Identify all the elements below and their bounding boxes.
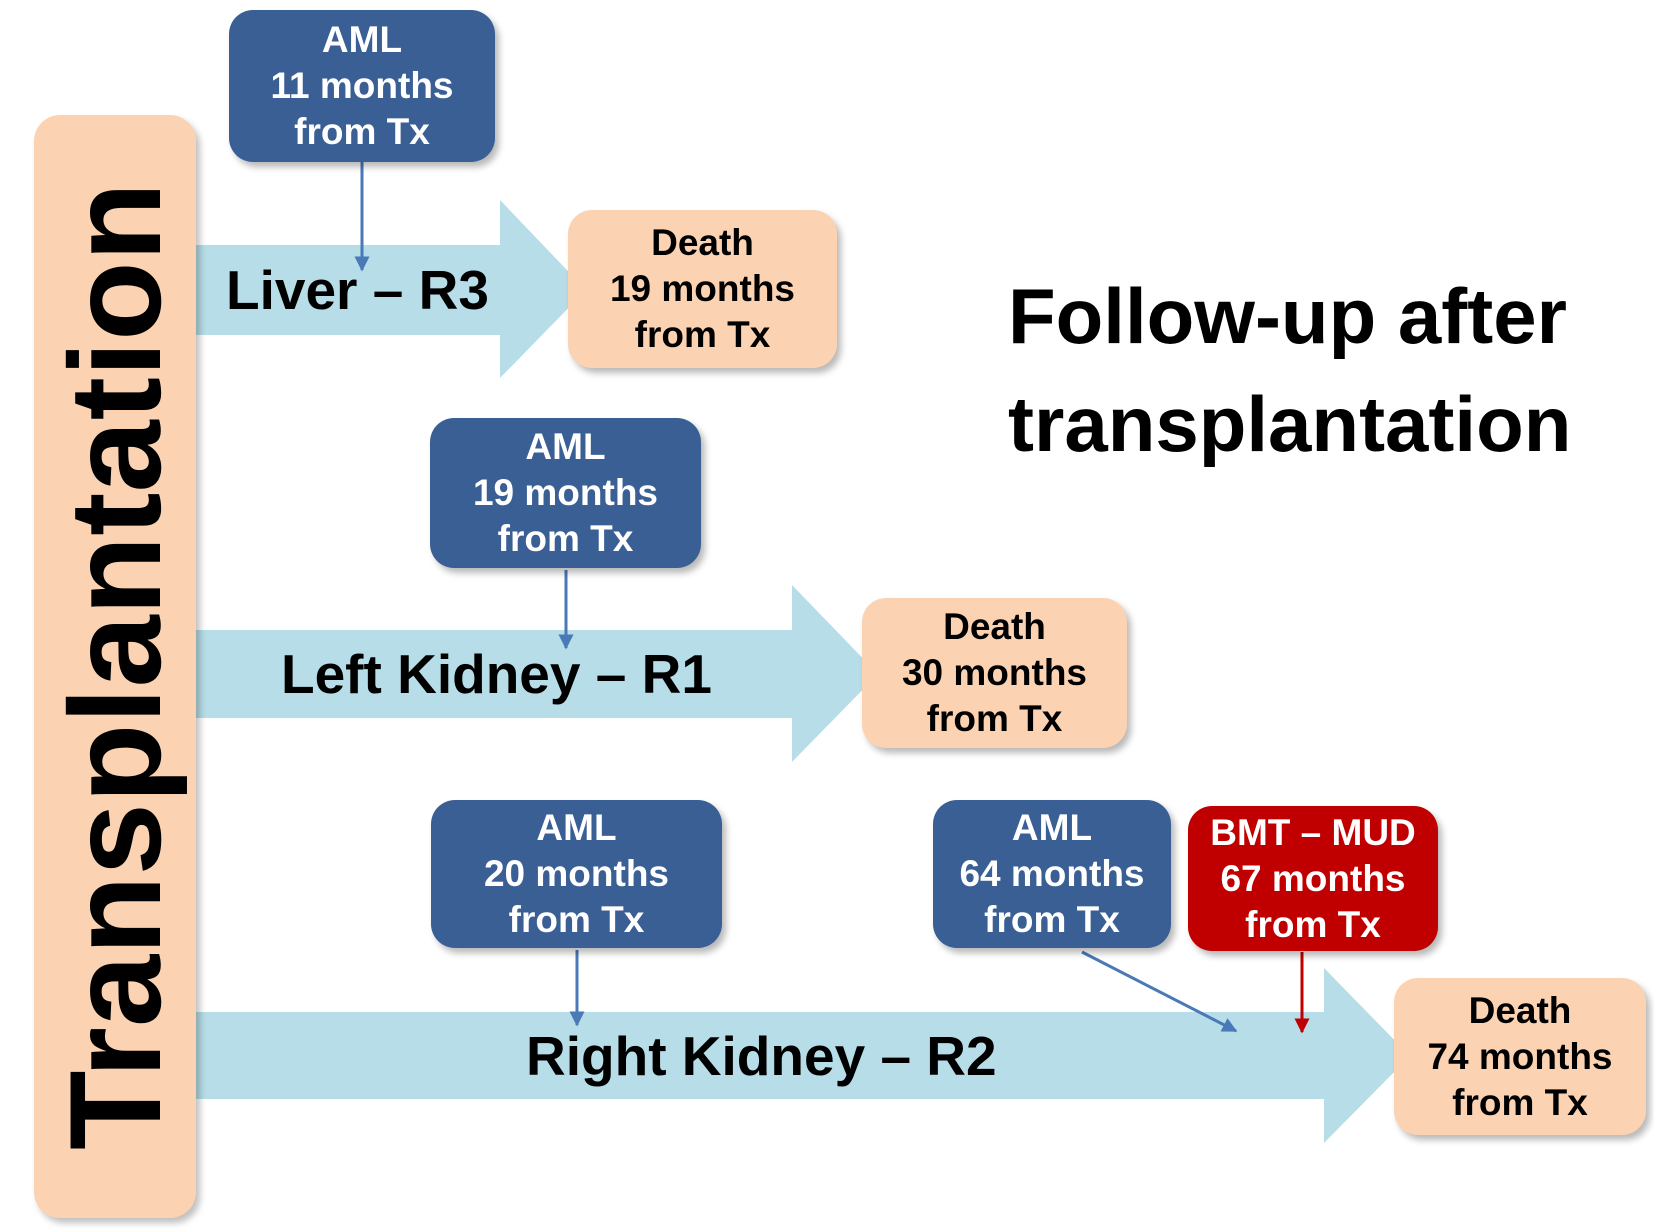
left-kidney-death-line-3: from Tx bbox=[926, 698, 1063, 739]
transplantation-label: Transplantation bbox=[42, 182, 188, 1150]
right-kidney-aml-second-line-3: from Tx bbox=[984, 899, 1120, 940]
liver-aml-box: AML 11 months from Tx bbox=[229, 10, 495, 162]
right-kidney-bmt-box: BMT – MUD 67 months from Tx bbox=[1188, 806, 1438, 951]
right-kidney-aml-first-box: AML 20 months from Tx bbox=[431, 800, 722, 948]
right-kidney-death-line-2: 74 months bbox=[1427, 1035, 1613, 1077]
right-kidney-bmt-line-3: from Tx bbox=[1245, 903, 1381, 945]
right-kidney-aml-first-line-2: 20 months bbox=[483, 853, 670, 894]
liver-death-line-2: 19 months bbox=[609, 268, 796, 309]
right-kidney-aml-first-line-1: AML bbox=[536, 807, 617, 848]
left-kidney-aml-line-1: AML bbox=[525, 426, 606, 467]
right-kidney-death-line-3: from Tx bbox=[1452, 1081, 1588, 1123]
liver-death-line-3: from Tx bbox=[634, 314, 771, 355]
diagram-title: Follow-up after transplantation bbox=[1008, 262, 1648, 478]
right-kidney-aml-second-line-2: 64 months bbox=[959, 853, 1145, 894]
title-line-2: transplantation bbox=[1008, 380, 1572, 468]
right-kidney-row-label: Right Kidney – R2 bbox=[526, 1025, 997, 1087]
title-line-1: Follow-up after bbox=[1008, 272, 1567, 360]
left-kidney-aml-line-2: 19 months bbox=[472, 472, 659, 513]
liver-block-arrow bbox=[196, 200, 586, 378]
right-kidney-aml-second-box: AML 64 months from Tx bbox=[933, 800, 1171, 948]
liver-aml-line-3: from Tx bbox=[294, 111, 430, 152]
left-kidney-row-label: Left Kidney – R1 bbox=[281, 643, 712, 705]
liver-death-line-1: Death bbox=[651, 222, 754, 263]
left-kidney-death-box: Death 30 months from Tx bbox=[862, 598, 1127, 748]
liver-aml-line-2: 11 months bbox=[270, 65, 454, 106]
right-kidney-bmt-line-2: 67 months bbox=[1220, 857, 1406, 899]
left-kidney-block-arrow bbox=[196, 585, 878, 762]
right-kidney-death-line-1: Death bbox=[1468, 989, 1572, 1031]
left-kidney-aml-box: AML 19 months from Tx bbox=[430, 418, 701, 568]
right-kidney-death-box: Death 74 months from Tx bbox=[1394, 978, 1646, 1135]
left-kidney-death-line-1: Death bbox=[943, 606, 1046, 647]
right-kidney-aml-second-line-1: AML bbox=[1011, 807, 1093, 848]
right-kidney-bmt-line-1: BMT – MUD bbox=[1210, 811, 1416, 853]
right-kidney-aml-second-connector bbox=[1081, 950, 1238, 1033]
right-kidney-block-arrow bbox=[196, 968, 1410, 1143]
liver-row-label: Liver – R3 bbox=[226, 259, 489, 321]
left-kidney-aml-line-3: from Tx bbox=[497, 518, 634, 559]
liver-death-box: Death 19 months from Tx bbox=[568, 210, 837, 368]
right-kidney-aml-first-line-3: from Tx bbox=[508, 899, 645, 940]
liver-aml-line-1: AML bbox=[321, 19, 403, 60]
left-kidney-death-line-2: 30 months bbox=[901, 652, 1088, 693]
transplantation-bar bbox=[34, 115, 196, 1218]
